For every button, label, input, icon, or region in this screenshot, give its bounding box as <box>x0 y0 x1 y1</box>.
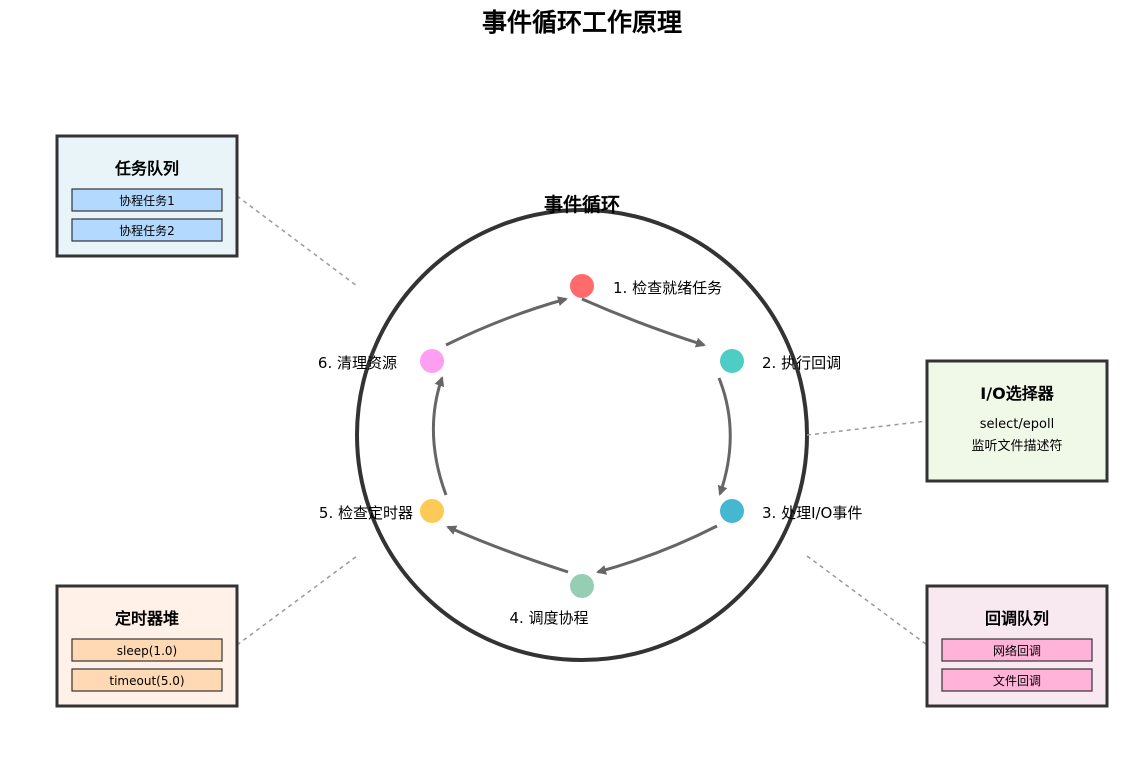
task-queue-item-2: 协程任务2 <box>119 223 175 238</box>
step-2-dot <box>720 349 744 373</box>
step-6-label: 6. 清理资源 <box>318 354 397 372</box>
io-selector-line-2: 监听文件描述符 <box>971 438 1062 454</box>
timer-heap-item-1: sleep(1.0) <box>117 644 177 658</box>
timer-heap-title: 定时器堆 <box>114 609 179 628</box>
connector-callback-queue <box>806 555 928 646</box>
callback-queue-item-1: 网络回调 <box>993 643 1041 658</box>
arrow-step1-to-step2 <box>581 297 706 348</box>
io-selector-box: I/O选择器 select/epoll 监听文件描述符 <box>925 359 1109 483</box>
callback-queue-item-2: 文件回调 <box>993 673 1041 688</box>
io-selector-panel <box>925 359 1109 483</box>
step-5-label: 5. 检查定时器 <box>319 504 413 522</box>
step-1-label: 1. 检查就绪任务 <box>613 279 722 297</box>
callback-queue-title: 回调队列 <box>985 609 1049 628</box>
connector-timer-heap <box>236 555 358 646</box>
arrow-step2-to-step3 <box>717 377 732 496</box>
event-loop-label: 事件循环 <box>544 193 620 216</box>
diagram-title: 事件循环工作原理 <box>482 8 682 37</box>
arrow-step6-to-step1 <box>445 296 568 347</box>
timer-heap-item-2-bg <box>71 668 223 692</box>
arrow-step3-to-step4 <box>596 524 718 575</box>
io-selector-title: I/O选择器 <box>980 384 1054 403</box>
step-6-dot <box>420 349 444 373</box>
timer-heap-item-2: timeout(5.0) <box>109 674 184 688</box>
step-3-dot <box>720 499 744 523</box>
connector-task-queue <box>236 195 358 287</box>
callback-queue-box: 回调队列 网络回调 文件回调 <box>925 584 1109 708</box>
step-1-dot <box>570 274 594 298</box>
task-queue-title: 任务队列 <box>114 159 179 178</box>
arrow-step5-to-step6 <box>431 376 448 496</box>
timer-heap-box: 定时器堆 sleep(1.0) timeout(5.0) <box>55 584 239 708</box>
io-selector-line-1: select/epoll <box>980 417 1054 432</box>
task-queue-box: 任务队列 协程任务1 协程任务2 <box>55 134 239 258</box>
step-2-label: 2. 执行回调 <box>762 354 841 372</box>
task-queue-item-1: 协程任务1 <box>119 193 175 208</box>
step-4-dot <box>570 574 594 598</box>
callback-queue-item-1-bg <box>941 638 1093 662</box>
step-3-label: 3. 处理I/O事件 <box>762 504 862 522</box>
connector-io-selector <box>806 420 928 436</box>
arrow-step4-to-step5 <box>446 525 569 574</box>
callback-queue-item-2-bg <box>941 668 1093 692</box>
task-queue-item-1-bg <box>71 188 223 212</box>
step-4-label: 4. 调度协程 <box>509 609 588 627</box>
step-5-dot <box>420 499 444 523</box>
timer-heap-item-1-bg <box>71 638 223 662</box>
task-queue-item-2-bg <box>71 218 223 242</box>
